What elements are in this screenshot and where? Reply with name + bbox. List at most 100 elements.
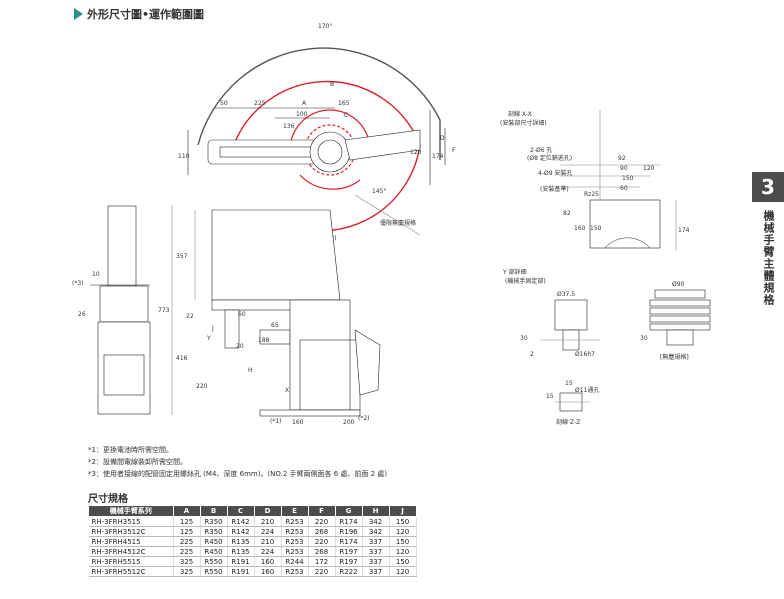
table-cell: 150 [389,516,417,527]
table-cell: 210 [254,516,282,527]
dim-10-front: 10 [92,271,100,278]
section-xx-subtitle: (安裝部尺寸詳細) [500,119,547,127]
col-header: F [307,505,336,517]
section-xx-title: 剖線 X-X [508,110,532,118]
xx-dim-60: 60 [620,185,628,192]
table-cell: R550 [200,566,228,577]
table-cell: R450 [200,536,228,547]
xx-dim-150: 150 [622,175,634,182]
dim-c: C [344,112,348,119]
holes1b: (Ø8 定位銷逃孔) [527,154,572,162]
section-xx [560,110,677,250]
dim-x: X [285,387,289,394]
dim-60: 60 [238,311,246,318]
table-cell: 225 [173,536,201,547]
col-header: D [253,505,282,517]
limit-label: 優限無慶規格 [380,219,416,227]
table-cell: R135 [227,536,255,547]
dim-416: 416 [176,355,188,362]
detail-y-subtitle: (機械手固定部) [505,277,546,285]
note-1: *1：更換電池時所需空間。 [88,446,173,454]
xx-rz25: Rz25 [584,191,599,198]
side-view [171,205,381,417]
col-header: B [199,505,228,517]
table-cell: 120 [389,526,417,537]
holes2: 4-Ø9 安裝孔 [538,169,572,177]
table-cell: R350 [200,516,228,527]
table-cell: RH-3FRH3515 [88,516,174,527]
table-cell: 125 [173,526,201,537]
table-cell: R191 [227,556,255,567]
table-cell: 220 [308,516,336,527]
dim-200: 200 [343,419,355,426]
dim-j: J [211,325,214,332]
xx-dim-120: 120 [643,165,655,172]
table-cell: R191 [227,566,255,577]
table-cell: 325 [173,566,201,577]
holes1: 2-Ø6 孔 [530,146,552,154]
y-dim-2: 2 [530,351,534,358]
table-cell: R135 [227,546,255,557]
spec-table-title: 尺寸規格 [88,494,128,505]
xx-dim-92: 92 [618,155,626,162]
table-cell: 150 [389,556,417,567]
table-cell: R253 [281,516,309,527]
table-cell: R244 [281,556,309,567]
table-cell: RH-3FRH5515 [88,556,174,567]
col-header: G [334,505,363,517]
table-cell: R142 [227,516,255,527]
dim-h: H [248,367,253,374]
table-cell: 337 [362,556,390,567]
table-cell: R197 [335,546,363,557]
zz-dim-15: 15 [565,380,573,387]
xx-dim-160: 160 [574,225,586,232]
plus2-label: (*2) [358,415,370,422]
dim-100: 100 [296,111,308,118]
table-cell: 160 [254,566,282,577]
dim-110: 110 [178,153,190,160]
zz-dim-15v: 15 [546,393,554,400]
table-cell: RH-3FRH3512C [88,526,174,537]
dim-20: 20 [236,343,244,350]
table-cell: 225 [173,546,201,557]
plus1-label: (*1) [270,418,282,425]
section-header: 外形尺寸圖•運作範圍圖 [74,6,204,22]
table-cell: 120 [389,546,417,557]
footnotes: *1：更換電池時所需空間。 *2：設備間電線裝卸所需空間。 *3：使用者接線的配… [88,444,387,480]
table-cell: 342 [362,516,390,527]
table-cell: R174 [335,536,363,547]
section-zz [555,392,590,412]
table-cell: R450 [200,546,228,557]
dim-174: 174 [432,153,444,160]
table-cell: 220 [308,536,336,547]
dim-d: D [440,135,445,142]
section-title: 外形尺寸圖•運作範圍圖 [87,8,205,21]
note-3: *3：使用者接線的配管固定用螺絲孔 (M4、深度 6mm)。(NO.2 手臂兩側… [88,470,388,478]
dim-220: 220 [196,383,208,390]
col-header: 機械手臂系列 [88,505,174,517]
bellows-note: [無塵規格] [660,353,689,361]
table-cell: R197 [335,556,363,567]
dim-o16h7: Ø16h7 [575,351,595,358]
angle-170-label: 170° [318,23,332,30]
note-2: *2：設備間電線裝卸所需空間。 [88,458,187,466]
table-cell: 337 [362,566,390,577]
chapter-title: 機械手臂主體規格 [762,210,775,306]
dim-o90: Ø90 [672,281,685,288]
dim-188: 188 [258,337,270,344]
col-header: J [388,505,417,517]
table-cell: R253 [281,566,309,577]
triangle-marker-icon [74,8,83,20]
section-zz-title: 剖線 Z-Z [556,418,580,426]
dim-357: 357 [176,253,188,260]
xx-dim-90: 90 [620,165,628,172]
table-cell: R196 [335,526,363,537]
table-cell: 337 [362,536,390,547]
dim-225: 225 [254,100,266,107]
y-dim-30: 30 [520,335,528,342]
table-cell: R253 [281,536,309,547]
col-header: E [280,505,309,517]
